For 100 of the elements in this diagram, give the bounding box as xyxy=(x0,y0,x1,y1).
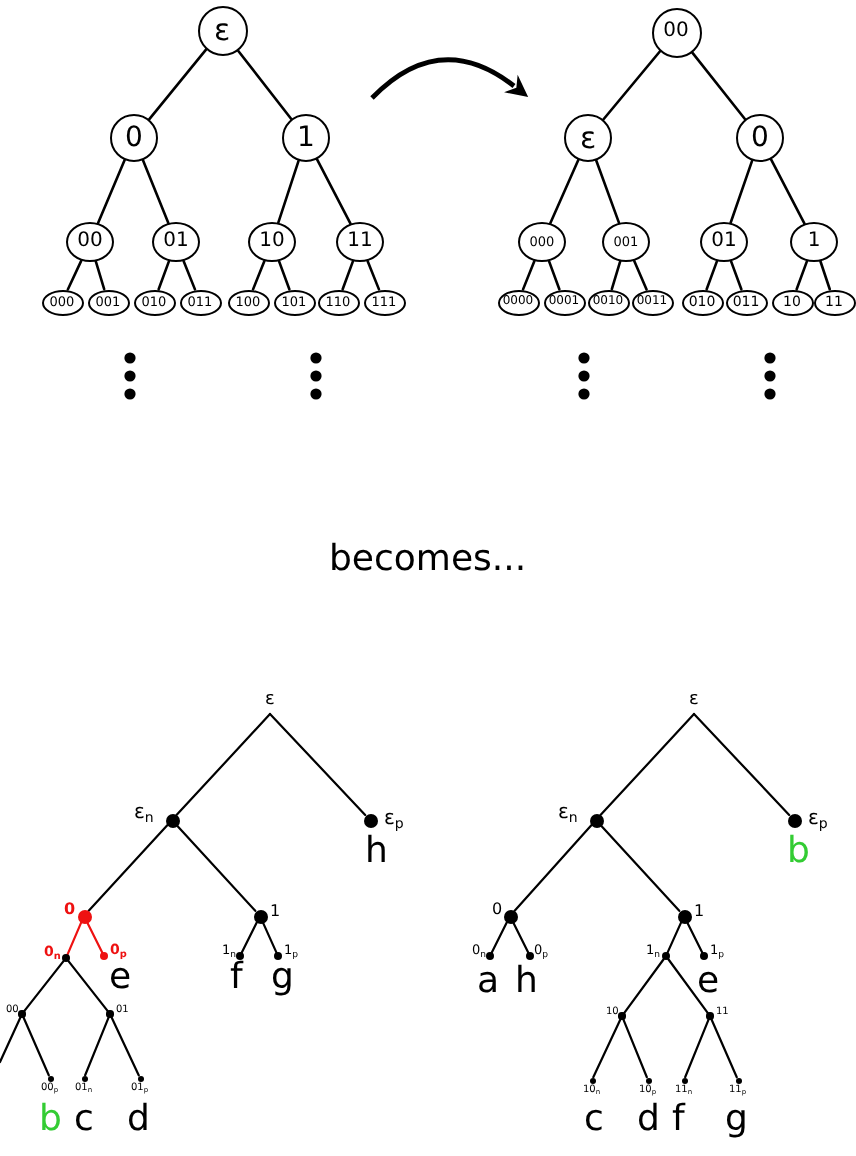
tree-node xyxy=(790,222,838,262)
tree-branch-line xyxy=(690,50,747,121)
tree-node xyxy=(197,5,247,55)
tree-branch-line xyxy=(686,921,704,954)
tree-branch-line xyxy=(729,159,754,225)
tree-node xyxy=(363,289,405,315)
tree-node xyxy=(700,222,748,262)
tree-branch-line xyxy=(513,824,593,912)
tree-branch-line xyxy=(521,259,536,291)
node-label: 10 xyxy=(259,232,285,252)
tree-branch-line xyxy=(341,259,355,291)
leaf-letter: e xyxy=(697,964,720,1000)
node-label: 0 xyxy=(492,902,503,918)
node-label: 0 xyxy=(751,124,769,152)
tree-branch-line xyxy=(666,921,683,954)
tree-branch-line xyxy=(819,259,832,291)
tree-node xyxy=(681,289,723,315)
tree-branch-line xyxy=(610,260,622,291)
node-label: ε$_{n}$ xyxy=(134,804,154,824)
tree-node xyxy=(336,222,384,262)
tree-node xyxy=(41,289,83,315)
tree-branch-line xyxy=(599,712,696,816)
leaf-letter: h xyxy=(515,964,538,1000)
tree-branch-line xyxy=(549,158,580,225)
node-label: ε$_{n}$ xyxy=(558,804,578,824)
tree-branch-line xyxy=(594,159,621,225)
tree-node xyxy=(602,222,650,262)
tree-branch-line xyxy=(795,259,809,291)
tree-branch-line xyxy=(667,958,709,1015)
node-label: ε xyxy=(689,692,699,710)
tree-branch-line xyxy=(141,158,170,225)
tree-branch-line xyxy=(512,921,530,954)
leaf-letter: f xyxy=(672,1102,685,1138)
tree-node xyxy=(587,289,629,315)
leaf-letter: g xyxy=(725,1102,748,1138)
tree-branch-line xyxy=(769,158,806,225)
node-label: 1 xyxy=(694,904,705,920)
tree-node xyxy=(518,222,566,262)
tree-node xyxy=(651,7,701,57)
tree-branch-line xyxy=(705,259,719,291)
tree-node xyxy=(543,289,585,315)
node-label: ε$_{p}$ xyxy=(808,810,828,830)
tree-node xyxy=(227,289,269,315)
tree-node xyxy=(631,289,673,315)
tree-branch-line xyxy=(692,712,791,816)
node-label: 00 xyxy=(77,232,103,252)
tree-branch-line xyxy=(87,824,169,912)
tree-node xyxy=(179,289,221,315)
tree-branch-line xyxy=(592,1018,622,1079)
node-label: 1 xyxy=(807,232,821,252)
tree-branch-line xyxy=(490,921,508,954)
tree-branch-line xyxy=(684,1018,710,1079)
tree-branch-line xyxy=(599,824,681,912)
tree-branch-line xyxy=(175,824,257,912)
transition-text: becomes... xyxy=(329,538,527,582)
leaf-letter: b xyxy=(787,834,810,870)
node-label: 0 xyxy=(64,902,76,918)
leaf-letter: d xyxy=(637,1102,660,1138)
tree-branch-line xyxy=(0,1016,22,1064)
node-label: 1 xyxy=(270,904,281,920)
leaf-letter: e xyxy=(109,960,132,996)
tree-branch-line xyxy=(622,1018,648,1079)
node-label: 01 xyxy=(711,232,737,252)
node-label: ε xyxy=(213,15,231,45)
tree-branch-line xyxy=(268,712,367,816)
tree-node xyxy=(564,114,612,162)
leaf-letter: g xyxy=(271,960,294,996)
tree-node xyxy=(736,114,784,162)
tree-branch-line xyxy=(729,259,743,291)
tree-branch-line xyxy=(240,921,258,954)
tree-branch-line xyxy=(86,921,104,954)
tree-node xyxy=(497,289,539,315)
leaf-letter: a xyxy=(477,964,500,1000)
tree-branch-line xyxy=(147,48,208,121)
tree-node xyxy=(813,289,855,315)
node-label: 11 xyxy=(347,232,373,252)
tree-branch-line xyxy=(632,259,648,291)
tree-node xyxy=(110,114,158,162)
tree-branch-line xyxy=(236,48,293,121)
tree-branch-line xyxy=(366,259,381,291)
leaf-letter: f xyxy=(230,960,243,996)
tree-branch-line xyxy=(66,259,83,291)
node-label: ε$_{p}$ xyxy=(384,810,404,830)
tree-branch-line xyxy=(66,921,83,956)
tree-branch-line xyxy=(623,958,665,1015)
leaf-letter: h xyxy=(365,834,388,870)
tree-node xyxy=(152,222,200,262)
tree-branch-line xyxy=(157,259,171,291)
tree-node xyxy=(133,289,175,315)
tree-branch-line xyxy=(182,259,197,291)
tree-branch-line xyxy=(96,158,126,225)
tree-branch-line xyxy=(251,259,266,291)
tree-branch-line xyxy=(23,960,65,1013)
tree-branch-line xyxy=(84,1016,110,1077)
tree-branch-line xyxy=(547,259,561,291)
tree-node xyxy=(248,222,296,262)
tree-node xyxy=(725,289,767,315)
node-label: 1 xyxy=(297,124,315,152)
tree-node xyxy=(282,114,330,162)
leaf-letter: b xyxy=(39,1102,62,1138)
